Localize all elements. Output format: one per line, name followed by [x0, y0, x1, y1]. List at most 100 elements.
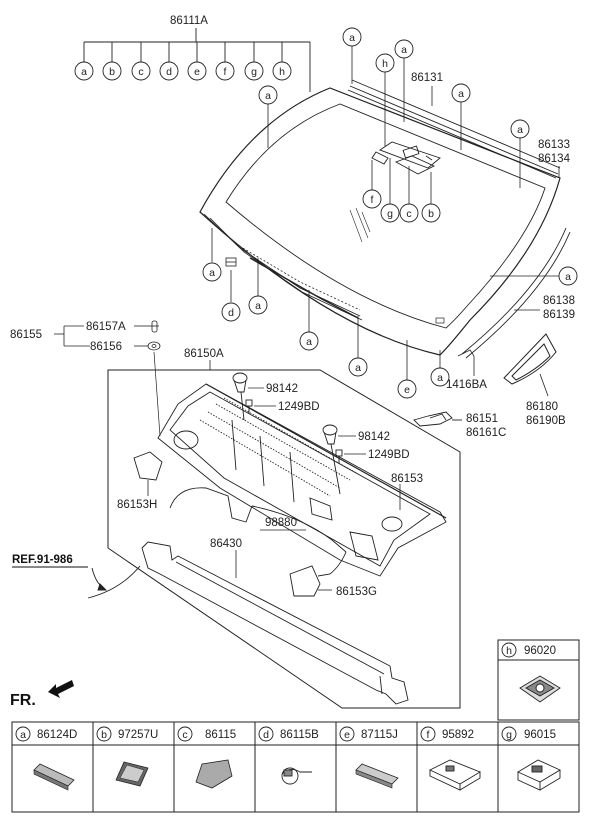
label-86139: 86139	[543, 309, 575, 321]
letter-row: a b c d e f g h	[74, 61, 292, 81]
clip-d-part	[225, 257, 237, 267]
label-1249BD-a: 1249BD	[278, 401, 320, 413]
svg-text:g: g	[251, 66, 257, 78]
svg-text:a: a	[306, 336, 312, 348]
label-fr: FR.	[10, 692, 36, 709]
svg-text:d: d	[166, 66, 172, 78]
legend-code-f: 95892	[442, 729, 474, 741]
svg-text:a: a	[20, 729, 26, 741]
svg-text:c: c	[182, 729, 187, 741]
letter-circle-e: e	[187, 61, 207, 81]
bracket-86151	[413, 411, 462, 427]
svg-text:b: b	[428, 208, 434, 220]
svg-text:a: a	[265, 90, 271, 102]
svg-text:a: a	[355, 362, 361, 374]
part-c-icon	[195, 759, 233, 789]
legend-h-part-icon	[519, 675, 561, 703]
letter-circle-d: d	[159, 61, 179, 81]
part-e-icon	[355, 763, 399, 789]
legend-code-e: 87115J	[361, 729, 398, 741]
legend-code-a: 86124D	[37, 729, 77, 741]
svg-text:a: a	[517, 124, 523, 136]
label-98880: 98880	[265, 517, 297, 529]
legend-cell-c: c 86115	[177, 726, 236, 789]
grommet-86156	[147, 341, 161, 351]
letter-circle-f: f	[215, 61, 235, 81]
svg-text:a: a	[565, 271, 571, 283]
callout-a-3: a	[258, 85, 278, 105]
corner-garnish	[503, 333, 557, 385]
svg-text:e: e	[194, 66, 200, 78]
callout-a-1: a	[342, 27, 362, 47]
legend-cell-a: a 86124D	[15, 726, 77, 791]
screw-1249BD-b	[335, 449, 343, 464]
label-1416BA: 1416BA	[446, 379, 487, 391]
part-g-icon	[517, 759, 561, 791]
legend-code-c: 86115	[205, 729, 236, 741]
svg-text:g: g	[387, 208, 393, 220]
ref-wire	[87, 565, 141, 599]
callout-a-6: a	[202, 262, 222, 282]
svg-text:a: a	[81, 66, 87, 78]
legend-code-g: 96015	[524, 729, 556, 741]
label-86134: 86134	[538, 153, 571, 165]
nozzle-98142-a	[232, 372, 248, 421]
legend-cell-e: e 87115J	[339, 726, 399, 789]
callout-a-2: a	[394, 39, 414, 59]
callout-a-7: a	[248, 295, 268, 315]
pad-86153G	[289, 565, 321, 597]
label-1249BD-b: 1249BD	[368, 449, 410, 461]
callout-circles: a h a a a a f g c b a a d a a e a a	[202, 27, 578, 399]
svg-text:f: f	[371, 194, 374, 206]
windshield-glass	[199, 87, 561, 356]
callout-g: g	[380, 203, 400, 223]
part-a-icon	[33, 763, 75, 791]
label-86151: 86151	[466, 413, 498, 425]
label-86161C: 86161C	[466, 427, 506, 439]
callout-h-1: h	[375, 53, 395, 73]
pad-86153H	[133, 451, 163, 481]
legend-code-b: 97257U	[118, 729, 158, 741]
label-86150A: 86150A	[184, 348, 224, 360]
legend-cell-g: g 96015	[501, 726, 561, 791]
legend-row: a 86124D b 97257U c 86115 d 86115B e 871…	[11, 721, 580, 813]
side-moulding	[461, 227, 571, 359]
legend-h-letter: h	[506, 645, 512, 657]
svg-text:c: c	[138, 66, 143, 78]
clip-86157A	[150, 320, 159, 333]
svg-text:g: g	[506, 729, 512, 741]
mirror-bracket-group	[371, 141, 441, 175]
callout-c: c	[399, 203, 419, 223]
legend-cell-b: b 97257U	[96, 726, 158, 787]
label-86156: 86156	[90, 341, 122, 353]
callout-d: d	[221, 302, 241, 322]
label-98142-b: 98142	[358, 431, 390, 443]
nozzle-98142-b	[322, 424, 341, 495]
legend-cell-d: d 86115B	[258, 726, 319, 785]
part-f-icon	[428, 759, 482, 791]
callout-a-9: a	[348, 357, 368, 377]
label-86430: 86430	[210, 538, 242, 550]
letter-circle-b: b	[102, 61, 122, 81]
legend-cell-f: f 95892	[420, 726, 482, 791]
svg-text:b: b	[101, 729, 107, 741]
letter-circle-g: g	[244, 61, 264, 81]
svg-text:e: e	[344, 729, 350, 741]
callout-b: b	[421, 203, 441, 223]
letter-circle-h: h	[272, 61, 292, 81]
callout-a-4: a	[451, 83, 471, 103]
svg-text:e: e	[404, 384, 410, 396]
label-86190B: 86190B	[526, 415, 566, 427]
label-86153G: 86153G	[336, 586, 377, 598]
svg-text:f: f	[427, 729, 430, 741]
part-d-icon	[281, 767, 312, 785]
svg-text:c: c	[406, 208, 411, 220]
callout-a-8: a	[299, 331, 319, 351]
label-86155: 86155	[10, 329, 42, 341]
cowl-frame	[107, 369, 461, 709]
callout-a-5: a	[510, 119, 530, 139]
legend-h-cell: h 96020	[497, 639, 580, 721]
callout-a-11: a	[558, 266, 578, 286]
svg-text:d: d	[263, 729, 269, 741]
